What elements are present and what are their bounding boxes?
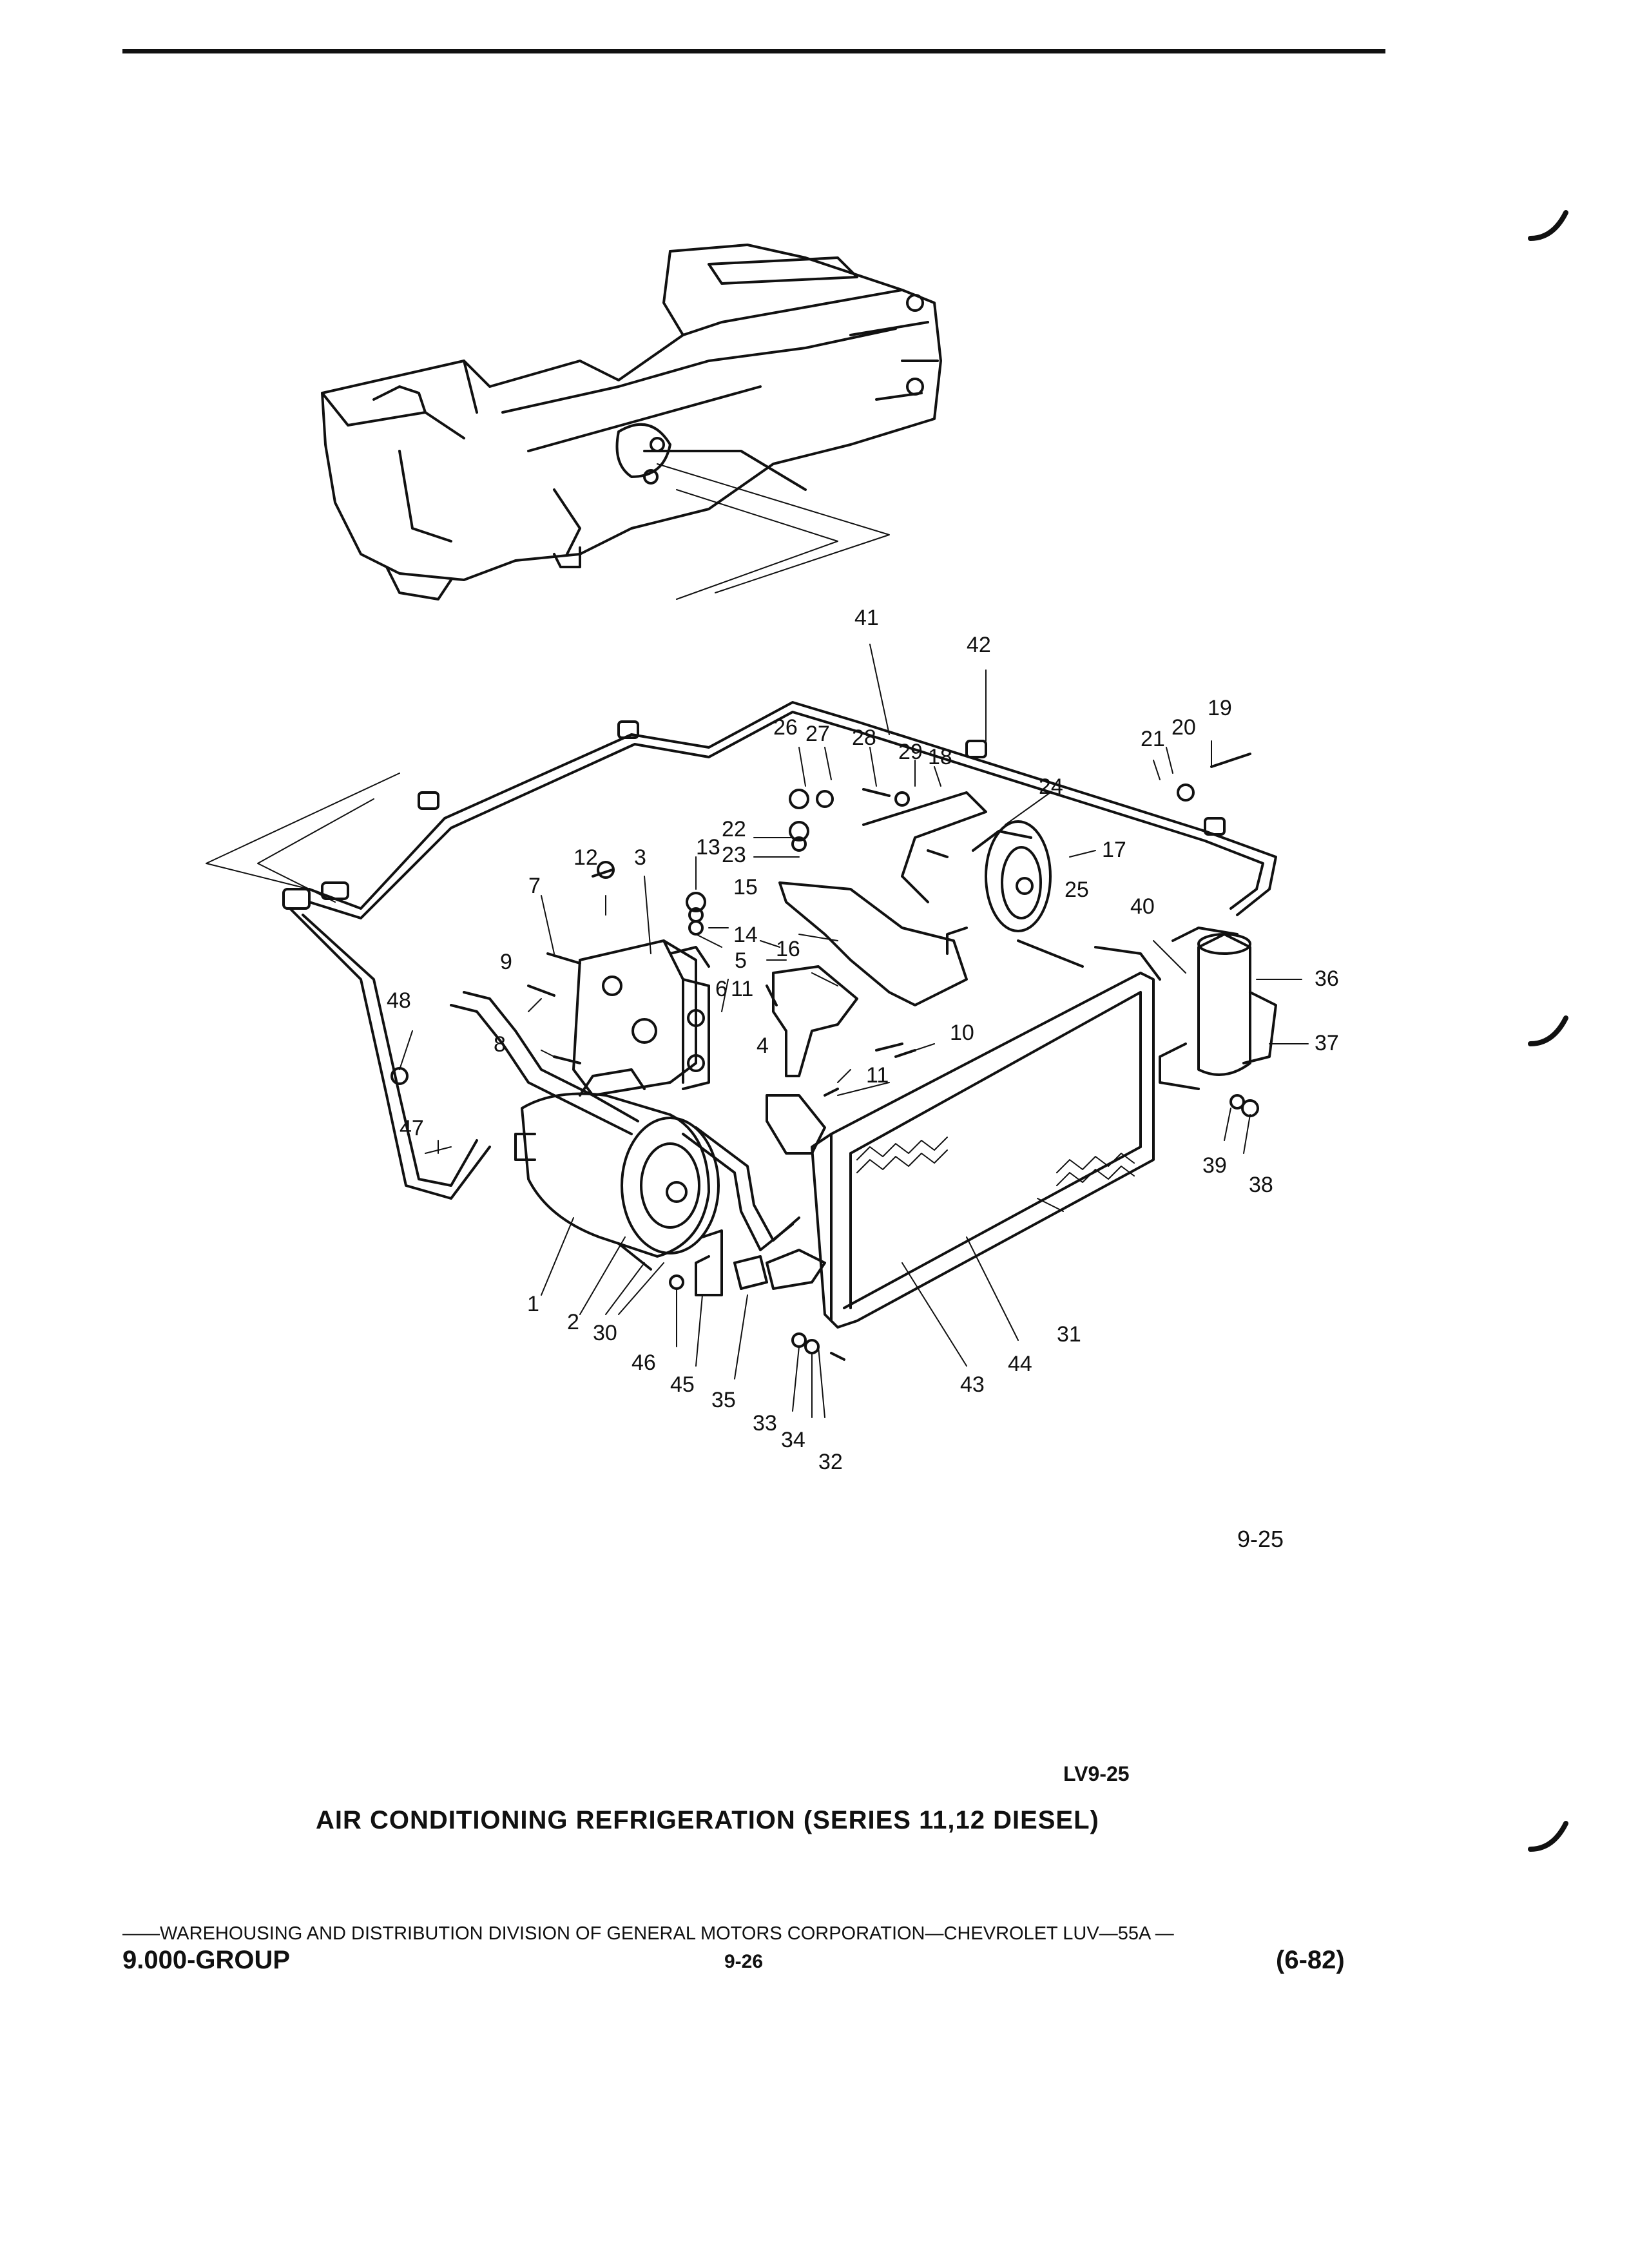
callout-12: 12 [574, 845, 598, 870]
binding-mark-1 [1528, 210, 1568, 241]
callout-39: 39 [1202, 1153, 1227, 1178]
evaporator-housing-illustration [321, 244, 942, 601]
callout-17: 17 [1102, 838, 1126, 862]
callout-6: 6 [715, 977, 728, 1001]
footer-page-number: 9-26 [724, 1951, 764, 1972]
callout-26: 26 [773, 715, 798, 740]
callout-29: 29 [898, 740, 923, 764]
callout-45: 45 [670, 1372, 695, 1397]
top-rule [122, 49, 1385, 53]
callout-36: 36 [1315, 966, 1339, 991]
projection-lines [206, 463, 890, 903]
callout-2: 2 [567, 1310, 579, 1334]
callout-15: 15 [733, 875, 758, 899]
footer-date: (6-82) [1276, 1946, 1345, 1974]
receiver-drier-illustration [1159, 927, 1277, 1090]
callout-19: 19 [1208, 696, 1232, 720]
callout-48: 48 [387, 988, 411, 1013]
callout-38: 38 [1249, 1173, 1273, 1197]
refrigerant-pipes [289, 701, 1277, 1251]
callout-37: 37 [1315, 1031, 1339, 1055]
callout-3: 3 [634, 845, 646, 870]
fasteners [390, 753, 1259, 1361]
callout-18: 18 [928, 745, 952, 769]
callout-22: 22 [722, 817, 746, 841]
callout-27: 27 [805, 722, 830, 746]
callout-25: 25 [1065, 878, 1089, 902]
callout-4: 4 [757, 1033, 769, 1058]
figure-caption: AIR CONDITIONING REFRIGERATION (SERIES 1… [316, 1806, 1099, 1834]
footer-group: 9.000-GROUP [122, 1946, 291, 1974]
callout-28: 28 [852, 726, 876, 750]
callout-34: 34 [781, 1428, 805, 1452]
hose-fittings [282, 720, 1226, 910]
idler-bracket-illustration [778, 791, 1052, 1006]
compressor-illustration [514, 1068, 720, 1271]
callout-7: 7 [528, 874, 541, 898]
callout-41: 41 [854, 606, 879, 630]
binding-mark-3 [1528, 1821, 1568, 1852]
callout-9: 9 [500, 950, 512, 974]
callout-24: 24 [1039, 774, 1063, 799]
callout-16: 16 [776, 937, 800, 961]
callout-10: 10 [950, 1021, 974, 1045]
compressor-bracket-illustration [572, 939, 710, 1097]
callout-1: 1 [527, 1292, 539, 1316]
small-brackets-illustration [695, 965, 858, 1296]
callout-43: 43 [960, 1372, 985, 1397]
binding-mark-2 [1528, 1015, 1568, 1046]
figure-number: 9-25 [1237, 1526, 1284, 1552]
callout-11a: 11 [731, 977, 753, 1001]
callout-42: 42 [967, 633, 991, 657]
leader-lines [399, 644, 1309, 1418]
callout-8: 8 [494, 1032, 506, 1057]
callout-40: 40 [1130, 894, 1155, 919]
figure-code: LV9-25 [1063, 1762, 1130, 1785]
callout-31: 31 [1057, 1322, 1081, 1347]
callout-35: 35 [711, 1388, 736, 1412]
callout-44: 44 [1008, 1352, 1032, 1376]
callout-46: 46 [631, 1350, 656, 1375]
callout-11b: 11 [866, 1063, 889, 1088]
callout-20: 20 [1171, 715, 1196, 740]
condenser-illustration [766, 946, 1161, 1329]
callout-21: 21 [1141, 727, 1165, 751]
callout-labels: 1 2 3 4 5 6 7 8 9 10 11 11 11 12 13 14 1… [387, 606, 1339, 1474]
callout-30: 30 [593, 1321, 617, 1345]
callout-14: 14 [733, 923, 758, 947]
callout-5: 5 [735, 948, 747, 973]
footer-division-line: ——WAREHOUSING AND DISTRIBUTION DIVISION … [122, 1923, 1174, 1944]
callout-32: 32 [818, 1450, 843, 1474]
callout-47: 47 [400, 1116, 424, 1140]
callout-13: 13 [696, 835, 720, 860]
callout-33: 33 [753, 1411, 777, 1436]
callout-23: 23 [722, 843, 746, 867]
